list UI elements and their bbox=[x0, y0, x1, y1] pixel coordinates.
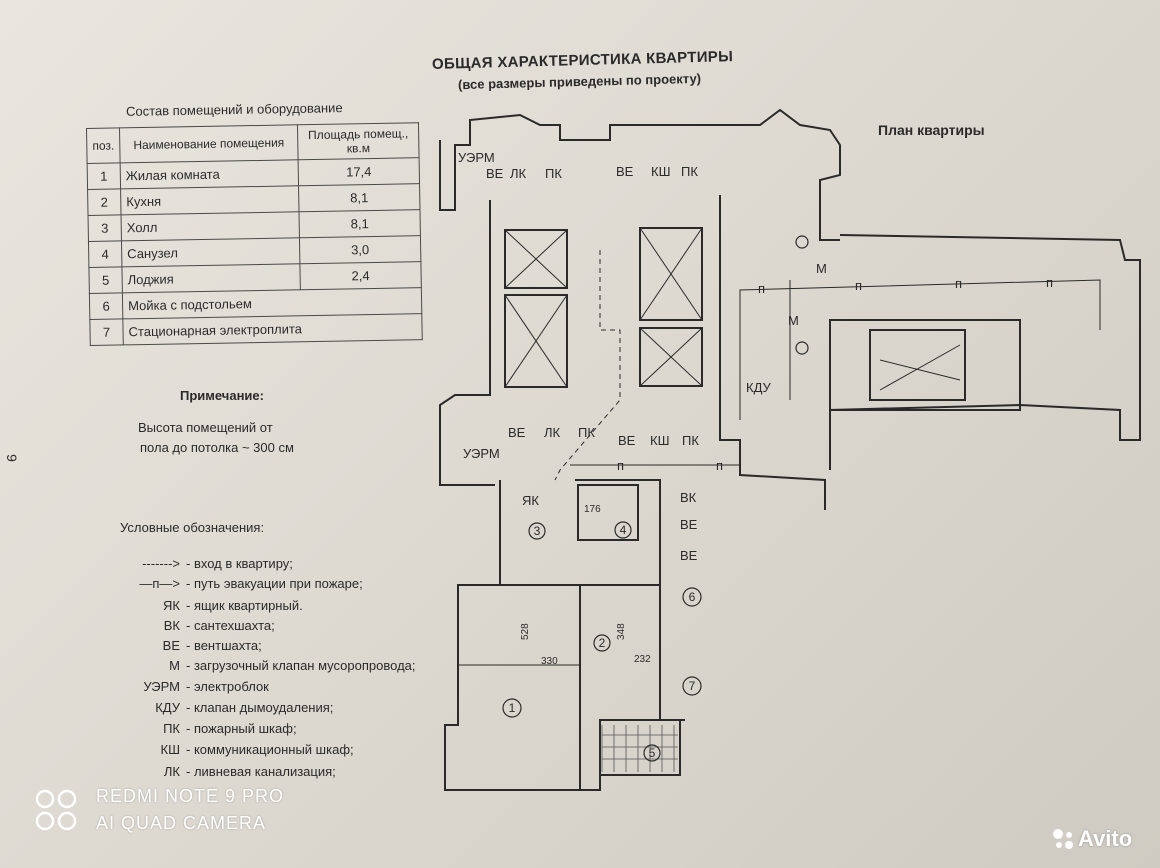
camera-dots-icon bbox=[35, 789, 77, 831]
loggia bbox=[599, 719, 681, 776]
elevator-shaft bbox=[639, 327, 703, 387]
legend-text: - путь эвакуации при пожаре; bbox=[186, 576, 363, 591]
label-m: М bbox=[816, 261, 827, 276]
avito-watermark: Avito bbox=[1078, 826, 1133, 851]
legend-key: -------> bbox=[142, 556, 180, 571]
label-ksh: КШ bbox=[651, 164, 671, 179]
legend-key: КШ bbox=[160, 742, 181, 757]
note-line1: Высота помещений от bbox=[138, 420, 273, 435]
room-number-1: 1 bbox=[509, 701, 516, 715]
legend-key: ПК bbox=[163, 721, 180, 736]
legend-text: - клапан дымоудаления; bbox=[186, 700, 334, 715]
dim-528: 528 bbox=[520, 623, 531, 640]
label-ve: ВЕ bbox=[680, 517, 698, 532]
label-yak: ЯК bbox=[522, 493, 539, 508]
label-pk: ПК bbox=[545, 166, 562, 181]
elevator-shaft bbox=[639, 227, 703, 321]
room-number-2: 2 bbox=[599, 636, 606, 650]
elevator-shaft bbox=[504, 294, 568, 388]
legend-text: - коммуникационный шкаф; bbox=[186, 742, 354, 757]
legend-item: УЭРМ - электроблок bbox=[60, 679, 269, 694]
label-p: п bbox=[617, 458, 624, 473]
label-uerm: УЭРМ bbox=[463, 446, 500, 461]
legend-text: - ящик квартирный. bbox=[186, 598, 303, 613]
label-lk: ЛК bbox=[544, 425, 561, 440]
legend-text: - вход в квартиру; bbox=[186, 556, 293, 571]
core-wall-left bbox=[439, 200, 495, 486]
legend-text: - электроблок bbox=[186, 679, 269, 694]
legend-item: ЯК - ящик квартирный. bbox=[60, 598, 303, 613]
camera-watermark-line1: REDMI NOTE 9 PRO bbox=[96, 786, 285, 806]
label-pk: ПК bbox=[682, 433, 699, 448]
note-title: Примечание: bbox=[180, 388, 264, 403]
legend-key: ВК bbox=[163, 618, 180, 633]
legend-text: - вентшахта; bbox=[186, 638, 262, 653]
label-p: п bbox=[1046, 275, 1053, 290]
plan-title: План квартиры bbox=[878, 122, 985, 138]
legend-item: М - загрузочный клапан мусоропровода; bbox=[60, 658, 416, 673]
label-m: М bbox=[788, 313, 799, 328]
legend-text: - сантехшахта; bbox=[186, 618, 275, 633]
room-number-3: 3 bbox=[534, 524, 541, 538]
legend-item: ПК - пожарный шкаф; bbox=[60, 721, 297, 736]
entry-path-icon bbox=[554, 250, 621, 481]
room-number-5: 5 bbox=[649, 746, 656, 760]
label-ksh: КШ bbox=[650, 433, 670, 448]
dim-232: 232 bbox=[634, 654, 651, 665]
elevator-shaft bbox=[504, 229, 568, 289]
legend-key: УЭРМ bbox=[143, 679, 180, 694]
label-ve: ВЕ bbox=[486, 166, 504, 181]
label-p: п bbox=[716, 458, 723, 473]
legend-item: -------> - вход в квартиру; bbox=[60, 556, 293, 571]
dim-330: 330 bbox=[541, 656, 558, 667]
dim-348: 348 bbox=[616, 623, 627, 640]
legend-key: М bbox=[169, 658, 180, 673]
legend-item: КШ - коммуникационный шкаф; bbox=[60, 742, 354, 757]
label-ve: ВЕ bbox=[680, 548, 698, 563]
legend-key: КДУ bbox=[155, 700, 180, 715]
evacuation-path bbox=[739, 279, 1101, 420]
label-uerm: УЭРМ bbox=[458, 150, 495, 165]
legend-item: ВК - сантехшахта; bbox=[60, 618, 275, 633]
legend-key: ЯК bbox=[163, 598, 180, 613]
legend-title: Условные обозначения: bbox=[120, 520, 265, 535]
apartment-wall-right bbox=[575, 479, 685, 721]
label-p: п bbox=[955, 276, 962, 291]
legend-key: ВЕ bbox=[162, 638, 180, 653]
core-wall-top bbox=[439, 108, 841, 241]
legend-key: —п—> bbox=[139, 576, 180, 591]
label-ve: ВЕ bbox=[508, 425, 526, 440]
avito-logo-icon bbox=[1053, 829, 1073, 849]
bathroom bbox=[577, 484, 639, 541]
label-lk: ЛК bbox=[510, 166, 527, 181]
label-kdu: КДУ bbox=[746, 380, 772, 395]
dim-176: 176 bbox=[584, 504, 601, 515]
label-p: п bbox=[758, 281, 765, 296]
label-p: п bbox=[855, 278, 862, 293]
legend-text: - загрузочный клапан мусоропровода; bbox=[186, 658, 416, 673]
label-ve: ВЕ bbox=[616, 164, 634, 179]
label-ve: ВЕ bbox=[618, 433, 636, 448]
legend-text: - ливневая канализация; bbox=[186, 764, 336, 779]
stair-block-wall bbox=[829, 234, 1141, 470]
legend-item: —п—> - путь эвакуации при пожаре; bbox=[60, 576, 363, 591]
legend-key: ЛК bbox=[163, 764, 180, 779]
core-wall-right bbox=[719, 195, 826, 510]
loggia-tiles bbox=[601, 725, 678, 772]
label-vk: ВК bbox=[680, 490, 697, 505]
label-pk: ПК bbox=[578, 425, 595, 440]
stair-hall bbox=[829, 319, 1021, 411]
equipment-number-6: 6 bbox=[689, 590, 696, 604]
legend-item: ЛК - ливневая канализация; bbox=[60, 764, 336, 779]
label-pk: ПК bbox=[681, 164, 698, 179]
room-number-4: 4 bbox=[620, 523, 627, 537]
equipment-number-7: 7 bbox=[689, 679, 696, 693]
note-line2: пола до потолка ~ 300 см bbox=[140, 440, 294, 455]
legend-item: ВЕ - вентшахта; bbox=[60, 638, 262, 653]
legend-text: - пожарный шкаф; bbox=[186, 721, 297, 736]
camera-watermark-line2: AI QUAD CAMERA bbox=[96, 813, 267, 833]
legend-item: КДУ - клапан дымоудаления; bbox=[60, 700, 333, 715]
stair-flight bbox=[869, 329, 966, 401]
